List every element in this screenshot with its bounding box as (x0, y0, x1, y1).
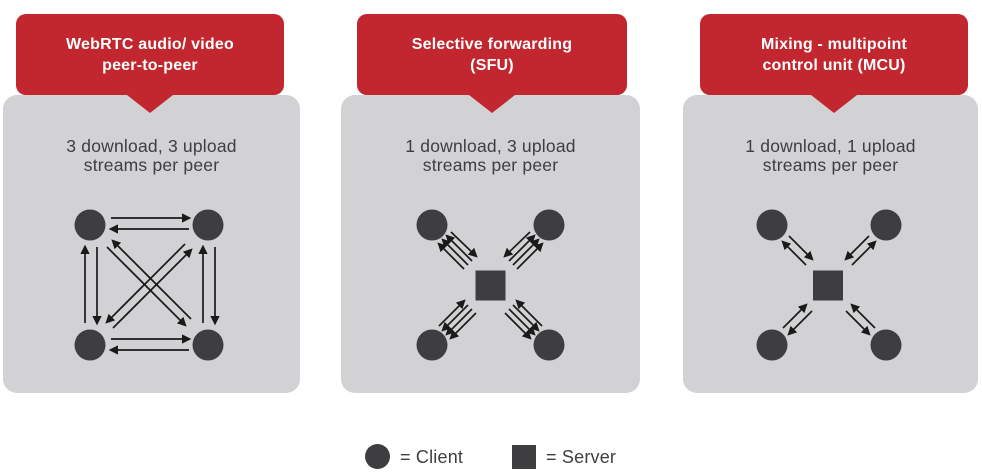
panel-subtitle-p2p: 3 download, 3 upload streams per peer (3, 137, 300, 174)
stream-arrow (845, 310, 871, 336)
stream-arrow (112, 248, 193, 329)
client-node (416, 209, 448, 241)
client-node (756, 209, 788, 241)
subtitle-line2: streams per peer (83, 154, 220, 175)
server-node (813, 270, 843, 301)
client-node (74, 209, 106, 241)
client-node (870, 329, 902, 361)
client-node (533, 329, 565, 361)
topology-diagrams (74, 209, 902, 361)
panel-title-line2: (SFU) (470, 56, 514, 74)
subtitle-line1: 1 download, 1 upload (745, 136, 916, 156)
stream-arrow (782, 303, 808, 329)
subtitle-line2: streams per peer (762, 154, 899, 175)
client-node (870, 209, 902, 241)
stream-arrow (781, 240, 807, 266)
stream-arrow (788, 235, 814, 261)
stream-arrow (516, 242, 544, 270)
panel-subtitle-mcu: 1 download, 1 upload streams per peer (683, 137, 978, 174)
server-legend-label: = Server (546, 447, 617, 467)
stream-arrow (787, 310, 813, 336)
subtitle-line1: 1 download, 3 upload (405, 136, 576, 156)
panel-title-line1: Selective forwarding (411, 35, 573, 53)
stream-arrow (844, 235, 870, 261)
server-legend-icon (512, 445, 536, 469)
panel-p2p-card (3, 95, 300, 393)
panel-sfu-card (341, 95, 640, 393)
panel-title-line1: Mixing - multipoint (761, 35, 907, 53)
panel-title-line2: peer-to-peer (102, 56, 198, 74)
panel-header-sfu: Selective forwarding (SFU) (357, 14, 627, 95)
sfu-star-diagram (416, 209, 565, 361)
legend: = Client = Server (0, 443, 982, 471)
stream-arrow (851, 240, 877, 266)
header-pointer-p2p (127, 95, 173, 113)
panel-header-mcu: Mixing - multipoint control unit (MCU) (700, 14, 968, 95)
server-node (475, 270, 506, 301)
panel-mcu-card (683, 95, 978, 393)
stream-arrow (105, 243, 186, 324)
panel-title-line1: WebRTC audio/ video (66, 35, 234, 53)
client-node (533, 209, 565, 241)
header-pointer-sfu (469, 95, 515, 113)
client-node (756, 329, 788, 361)
client-legend-label: = Client (400, 447, 464, 467)
client-node (74, 329, 106, 361)
panel-title-line2: control unit (MCU) (762, 56, 906, 74)
stream-arrow (437, 242, 465, 270)
subtitle-line1: 3 download, 3 upload (66, 136, 237, 156)
panel-header-p2p: WebRTC audio/ video peer-to-peer (16, 14, 284, 95)
header-pointer-mcu (811, 95, 857, 113)
mcu-star-diagram (756, 209, 902, 361)
client-node (192, 329, 224, 361)
client-node (416, 329, 448, 361)
stream-arrow (850, 303, 876, 329)
panel-subtitle-sfu: 1 download, 3 upload streams per peer (341, 137, 640, 174)
stream-arrow (106, 246, 187, 327)
stream-arrow (111, 239, 192, 320)
stream-arrow (504, 312, 532, 340)
client-node (192, 209, 224, 241)
subtitle-line2: streams per peer (422, 154, 559, 175)
client-legend-icon (365, 444, 390, 469)
p2p-mesh-diagram (74, 209, 224, 361)
stream-arrow (449, 312, 477, 340)
